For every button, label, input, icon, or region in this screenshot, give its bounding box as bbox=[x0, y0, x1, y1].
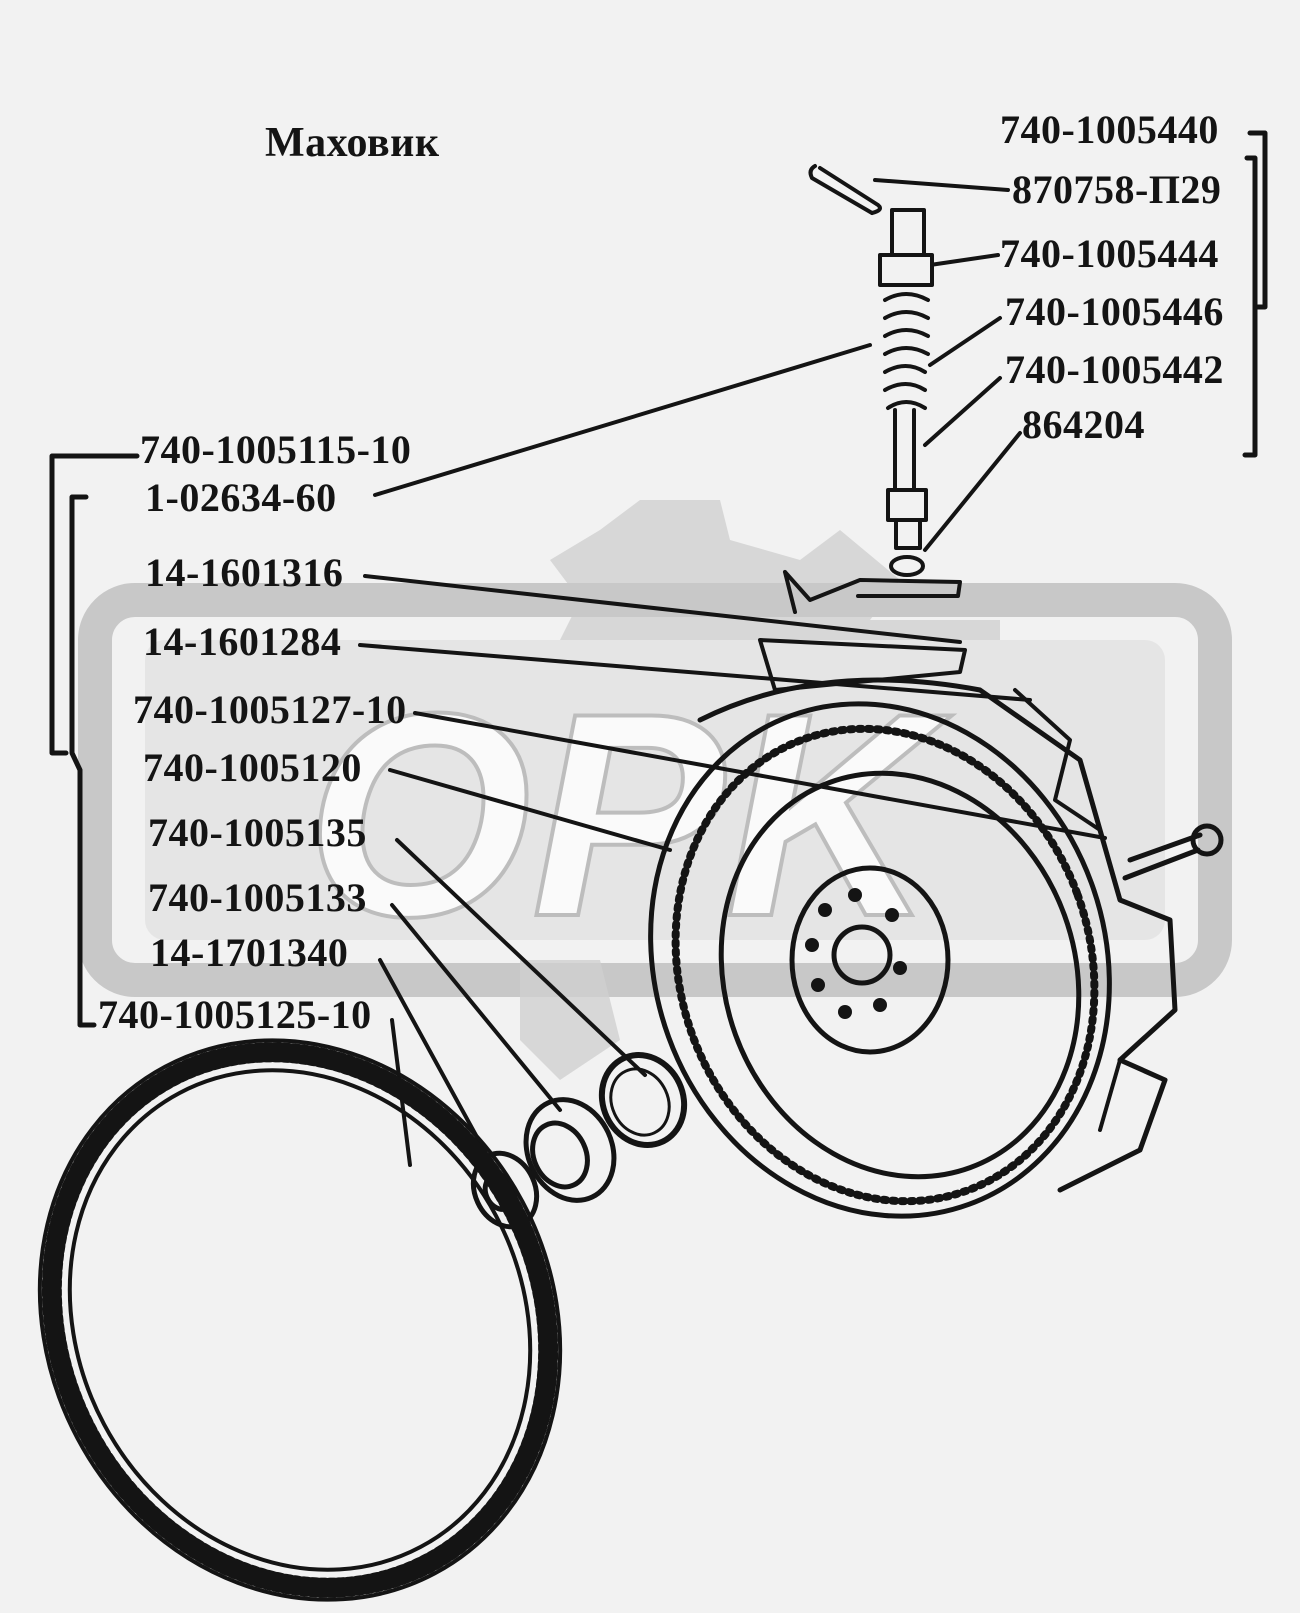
label-bearing: 14-1701340 bbox=[150, 930, 349, 975]
washer-part bbox=[889, 555, 925, 577]
ring-gear-part bbox=[37, 1038, 563, 1602]
leader-lines bbox=[358, 178, 1107, 1172]
label-housing: 740-1005444 bbox=[1000, 231, 1219, 276]
label-pressure-ring: 14-1601316 bbox=[145, 550, 344, 595]
watermark-text: OPK bbox=[306, 653, 956, 977]
label-bolt-1284: 14-1601284 bbox=[143, 619, 342, 664]
bracket-kit-outer bbox=[1247, 130, 1268, 310]
label-spring: 740-1005446 bbox=[1005, 289, 1224, 334]
bracket-kit-inner bbox=[1242, 155, 1258, 458]
label-kit-plunger: 740-1005440 bbox=[1000, 107, 1219, 152]
watermark-gear-bottom bbox=[520, 960, 620, 1080]
flywheel-part bbox=[648, 638, 1224, 1219]
label-washer: 864204 bbox=[1022, 402, 1145, 447]
pin-part bbox=[808, 164, 882, 215]
plunger-assembly bbox=[783, 164, 962, 614]
flywheel-bolt bbox=[1122, 832, 1203, 881]
label-pin: 870758-П29 bbox=[1012, 167, 1222, 212]
label-flywheel-alt: 1-02634-60 bbox=[145, 475, 337, 520]
label-ring-gear: 740-1005125-10 bbox=[98, 992, 372, 1037]
spring-part bbox=[883, 292, 930, 410]
label-plunger: 740-1005442 bbox=[1005, 347, 1224, 392]
flywheel-bolt-holes bbox=[805, 888, 907, 1019]
label-bearing-spacer: 740-1005133 bbox=[148, 875, 367, 920]
watermark-logo: OPK bbox=[78, 500, 1232, 1080]
label-retaining-ring: 740-1005135 bbox=[148, 810, 367, 855]
label-flywheel-assy: 740-1005115-10 bbox=[140, 427, 412, 472]
label-flywheel-bolt: 740-1005127-10 bbox=[133, 687, 407, 732]
bracket-left-outer bbox=[49, 453, 140, 756]
watermark-gear bbox=[550, 500, 1000, 640]
bracket-left-inner bbox=[69, 494, 97, 1028]
retaining-ring-part bbox=[598, 1052, 688, 1148]
pressure-plate-tab bbox=[758, 638, 967, 692]
diagram-title: Маховик bbox=[265, 120, 440, 166]
label-flywheel: 740-1005120 bbox=[143, 745, 362, 790]
